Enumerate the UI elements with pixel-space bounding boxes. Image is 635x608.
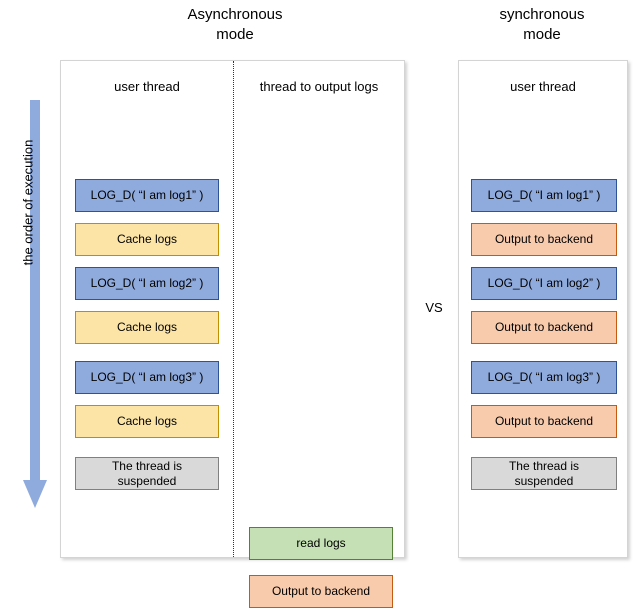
sync-user-thread-step-0: LOG_D( “I am log1” ): [471, 179, 617, 212]
sync-user-thread-step-6: The thread is suspended: [471, 457, 617, 490]
sync-user-thread-step-2: LOG_D( “I am log2” ): [471, 267, 617, 300]
sync-user-thread-step-1: Output to backend: [471, 223, 617, 256]
sync-user-thread-step-4: LOG_D( “I am log3” ): [471, 361, 617, 394]
vs-label: VS: [425, 300, 443, 315]
async-user-thread-step-3: Cache logs: [75, 311, 219, 344]
async-mode-title: Asynchronous mode: [187, 6, 283, 43]
sync-user-thread-step-5: Output to backend: [471, 405, 617, 438]
arrow-down-icon: [23, 480, 47, 508]
sync-mode-panel: user thread LOG_D( “I am log1” ) Output t…: [458, 60, 628, 558]
async-user-thread-step-4: LOG_D( “I am log3” ): [75, 361, 219, 394]
sync-user-thread-header: user thread: [510, 79, 576, 94]
async-user-thread-step-0: LOG_D( “I am log1” ): [75, 179, 219, 212]
async-output-thread-header: thread to output logs: [259, 79, 379, 94]
async-user-thread-header: user thread: [114, 79, 180, 94]
execution-order-label: the order of execution: [20, 139, 36, 266]
sync-mode-title: synchronous mode: [499, 6, 585, 43]
arrow-shaft: [30, 100, 40, 482]
async-user-thread-step-6: The thread is suspended: [75, 457, 219, 490]
async-user-thread-step-1: Cache logs: [75, 223, 219, 256]
async-mode-panel: user thread thread to output logs LOG_D(…: [60, 60, 405, 608]
async-user-thread-step-2: LOG_D( “I am log2” ): [75, 267, 219, 300]
sync-user-thread-step-3: Output to backend: [471, 311, 617, 344]
async-output-thread-step-1: Output to backend: [249, 575, 393, 608]
async-user-thread-step-5: Cache logs: [75, 405, 219, 438]
thread-divider: [233, 61, 234, 557]
execution-order-arrow: [18, 100, 52, 510]
async-output-thread-step-0: read logs: [249, 527, 393, 560]
